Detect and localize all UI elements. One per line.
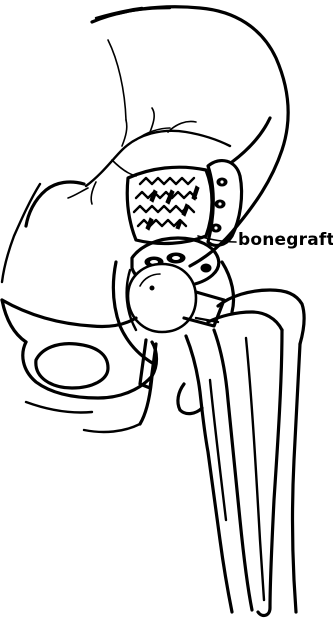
pelvis-outline — [92, 7, 288, 266]
femoral-head — [128, 264, 196, 332]
bonegraft-callout-label: bonegraft — [238, 232, 333, 249]
femur — [178, 290, 304, 612]
pubic-rami — [2, 300, 157, 432]
bonegraft-block — [127, 167, 212, 243]
capsule-edge — [68, 108, 230, 204]
fixation-plate — [208, 161, 242, 246]
